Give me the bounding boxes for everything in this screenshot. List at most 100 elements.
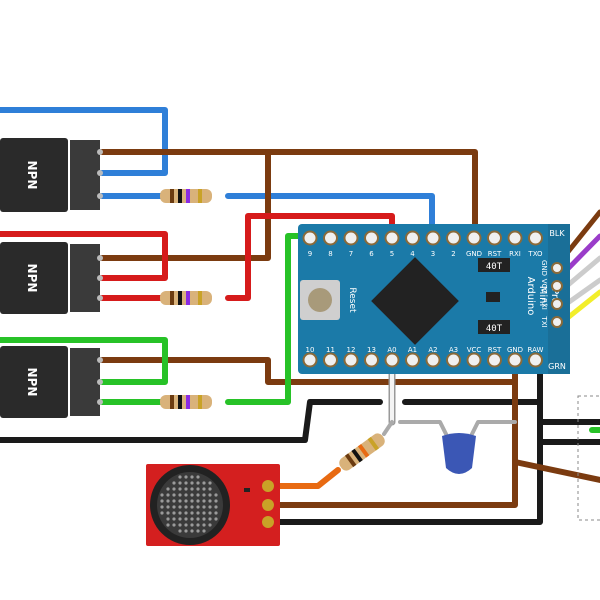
mic-hole: [178, 511, 182, 515]
mic-hole: [208, 517, 212, 521]
mic-hole: [196, 529, 200, 533]
bottom-pin-7: [446, 352, 461, 368]
mic-hole: [190, 529, 194, 533]
wire-resistor-lead: [382, 420, 394, 436]
mic-hole: [160, 499, 164, 503]
mic-hole: [166, 511, 170, 515]
wire-brown-top: [97, 149, 478, 241]
mic-hole: [190, 475, 194, 479]
top-pin-10: [507, 230, 523, 246]
mic-hole: [196, 475, 200, 479]
mic-hole: [190, 523, 194, 527]
mic-hole: [214, 505, 218, 509]
transistor-3-label: NPN: [25, 368, 39, 397]
mic-hole: [202, 493, 206, 497]
board-title-line2: Mini: [537, 286, 548, 307]
mic-hole: [202, 523, 206, 527]
top-pin-11: [528, 230, 543, 246]
bottom-pin-2: [343, 352, 359, 368]
mic-hole: [202, 517, 206, 521]
wire-red-top: [0, 231, 168, 281]
mic-hole: [172, 505, 176, 509]
bottom-pin-label-1: 11: [326, 346, 335, 354]
mic-hole: [196, 505, 200, 509]
wire-brown-right: [512, 459, 600, 483]
mic-hole: [196, 493, 200, 497]
wire-red-pin5: [225, 213, 395, 301]
bottom-pin-label-2: 12: [347, 346, 356, 354]
wire-orange-mic: [265, 467, 341, 489]
mic-hole: [196, 481, 200, 485]
bottom-pin-label-11: RAW: [528, 346, 544, 354]
bottom-pin-4: [384, 352, 400, 368]
oscillator-chip: [478, 320, 510, 334]
board-title-line3: Pro: [549, 288, 560, 304]
mic-hole: [166, 499, 170, 503]
bottom-pin-9: [487, 352, 502, 368]
arduino-pro-mini: Reset 40T 40T Arduino Mini Pro BLK GRN 9…: [298, 224, 570, 374]
mic-hole: [214, 517, 218, 521]
mic-hole: [178, 481, 182, 485]
top-pin-8: [466, 230, 482, 246]
mic-hole: [184, 517, 188, 521]
mic-hole: [184, 523, 188, 527]
transistor-1-label: NPN: [25, 161, 39, 190]
wire-brown-mid: [97, 149, 271, 261]
mic-hole: [214, 511, 218, 515]
top-pin-label-4: 5: [390, 250, 394, 258]
mic-hole: [160, 505, 164, 509]
mic-hole: [184, 481, 188, 485]
bottom-pin-3: [364, 352, 379, 368]
mic-hole: [166, 493, 170, 497]
mic-hole: [184, 475, 188, 479]
side-pin-0: [551, 262, 563, 274]
mic-hole: [184, 529, 188, 533]
mic-hole: [208, 511, 212, 515]
wire-ground-right: [402, 399, 600, 425]
mic-hole: [160, 493, 164, 497]
mic-hole: [208, 493, 212, 497]
mic-mesh: [160, 475, 218, 533]
mic-hole: [166, 523, 170, 527]
mic-hole: [196, 499, 200, 503]
mic-hole: [184, 487, 188, 491]
side-pin-2: [551, 298, 563, 310]
offboard-connector-outline: [577, 395, 600, 521]
top-pin-label-3: 6: [369, 250, 374, 258]
top-pin-label-0: 9: [308, 250, 312, 258]
wire-cap-right: [468, 420, 517, 440]
mic-hole: [178, 529, 182, 533]
mic-hole: [172, 511, 176, 515]
mic-hole: [166, 517, 170, 521]
bottom-pin-11: [528, 352, 543, 368]
top-pin-3: [364, 230, 379, 246]
wire-ground-mic: [265, 359, 543, 525]
wire-cap-left: [398, 420, 450, 440]
top-pin-5: [405, 230, 420, 246]
transistor-2: NPN: [0, 242, 103, 314]
top-pin-label-7: 2: [451, 250, 455, 258]
side-pin-3: [551, 316, 563, 328]
corner-label-top: BLK: [549, 229, 565, 238]
top-pin-6: [425, 230, 441, 246]
mic-hole: [178, 523, 182, 527]
mic-hole: [214, 493, 218, 497]
side-pin-1: [551, 280, 563, 292]
bottom-pin-label-6: A2: [428, 346, 437, 354]
board-title-line1: Arduino: [525, 277, 536, 316]
side-pin-label-3: TXI: [540, 315, 548, 327]
mic-hole: [196, 487, 200, 491]
microphone-module: [146, 464, 280, 546]
top-pin-label-6: 3: [431, 250, 435, 258]
wire-blue-top: [0, 107, 168, 176]
chip-label-1: 40T: [486, 262, 503, 272]
top-pin-label-11: TXO: [527, 250, 543, 258]
regulator-chip: [478, 258, 510, 272]
transistor-1: NPN: [0, 138, 103, 212]
top-pin-7: [446, 230, 461, 246]
mic-hole: [166, 487, 170, 491]
chip-label-2: 40T: [486, 324, 503, 334]
bottom-pin-label-4: A0: [387, 346, 396, 354]
